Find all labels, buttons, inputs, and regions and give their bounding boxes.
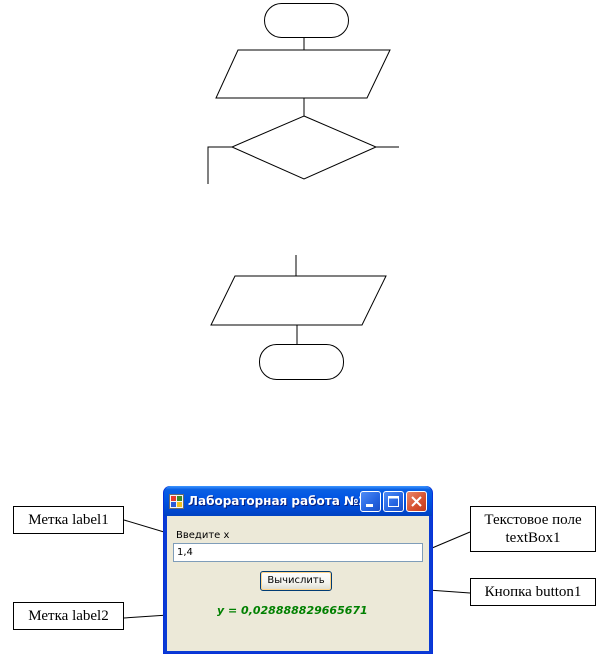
callout-button1-text: Кнопка button1 <box>484 584 582 600</box>
maximize-icon <box>388 496 399 507</box>
close-button[interactable] <box>406 491 427 512</box>
label1: Введите x <box>176 530 230 541</box>
callout-label2: Метка label2 <box>13 602 124 630</box>
end-terminator <box>259 344 344 380</box>
callout-label1: Метка label1 <box>13 506 124 534</box>
callout-textbox1-line1: Текстовое поле <box>484 512 582 528</box>
form-window: Лабораторная работа №2 Введите x 1,4 Выч… <box>163 486 433 654</box>
callout-textbox1-line2: textBox1 <box>505 530 561 546</box>
decision-diamond <box>230 115 378 180</box>
decision-left-branch <box>207 146 232 184</box>
label2-result: y = 0,028888829665671 <box>217 604 368 617</box>
calculate-button[interactable]: Вычислить <box>260 571 332 591</box>
client-area: Введите x 1,4 Вычислить y = 0,0288888296… <box>167 516 429 651</box>
close-icon <box>411 496 422 507</box>
minimize-icon <box>366 504 373 507</box>
start-terminator <box>264 3 349 38</box>
maximize-button[interactable] <box>383 491 404 512</box>
callout-button1: Кнопка button1 <box>470 578 596 606</box>
callout-label2-text: Метка label2 <box>28 608 109 624</box>
output-parallelogram <box>210 275 387 326</box>
app-icon <box>169 494 184 509</box>
input-parallelogram <box>215 49 391 99</box>
callout-label1-text: Метка label1 <box>28 512 109 528</box>
window-title: Лабораторная работа №2 <box>188 494 367 508</box>
title-bar[interactable]: Лабораторная работа №2 <box>164 486 432 516</box>
textbox1-input[interactable]: 1,4 <box>173 543 423 562</box>
minimize-button[interactable] <box>360 491 381 512</box>
callout-textbox1: Текстовое поле textBox1 <box>470 506 596 552</box>
